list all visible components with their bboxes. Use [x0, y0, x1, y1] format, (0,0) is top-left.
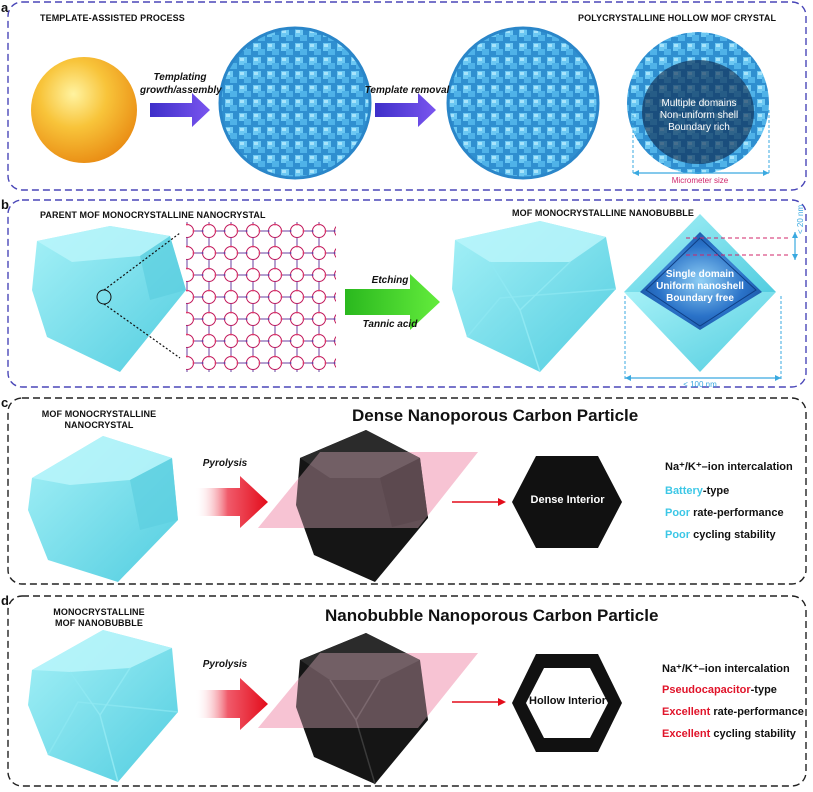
panel-c-left-title: MOF MONOCRYSTALLINE NANOCRYSTAL	[40, 409, 158, 431]
panel-d-property-2: Pseudocapacitor-type	[662, 684, 777, 696]
panel-a-feature-list: Multiple domains Non-uniform shell Bound…	[644, 98, 754, 134]
panel-d-border	[7, 595, 807, 787]
panel-c-property-2-text: -type	[702, 485, 730, 497]
panel-c-property-2: Battery-type	[665, 485, 729, 497]
panel-a-border	[7, 1, 807, 191]
panel-a-right-title: POLYCRYSTALLINE HOLLOW MOF CRYSTAL	[578, 13, 777, 23]
panel-c-property-3-highlight: Poor	[665, 507, 691, 519]
panel-d-property-2-highlight: Pseudocapacitor	[662, 684, 751, 696]
mof-coated-sphere	[220, 28, 370, 178]
panel-a-feature-3: Boundary rich	[668, 122, 730, 133]
panel-d-title: Nanobubble Nanoporous Carbon Particle	[325, 606, 659, 625]
template-sphere	[31, 57, 137, 163]
panel-b-right-title: MOF MONOCRYSTALLINE NANOBUBBLE	[512, 208, 694, 218]
panel-c-property-4: Poor cycling stability	[665, 529, 776, 541]
panel-d-property-4: Excellent cycling stability	[662, 728, 796, 740]
panel-c-property-1: Na⁺/K⁺–ion intercalation	[665, 460, 793, 473]
panel-d-property-4-highlight: Excellent	[662, 728, 711, 740]
panel-d-property-4-text: cycling stability	[710, 728, 796, 740]
panel-d-left-title-1: MONOCRYSTALLINE	[53, 607, 145, 617]
panel-letter-c: c	[1, 395, 9, 410]
arrow-template-removal	[375, 93, 436, 127]
panel-d-property-3-highlight: Excellent	[662, 706, 711, 718]
arrow-templating-label-2: growth/assembly	[140, 85, 222, 96]
panel-letter-b: b	[1, 197, 9, 212]
arrow-etching-label: Etching	[371, 275, 409, 286]
mof-framework-structure	[186, 222, 336, 372]
arrow-templating	[150, 93, 210, 127]
panel-b-border	[7, 199, 807, 388]
arrow-pyrolysis-d-label: Pyrolysis	[202, 659, 248, 670]
panel-d-property-1-text: Na⁺/K⁺–ion intercalation	[662, 663, 790, 675]
arrow-tannic-acid-label: Tannic acid	[362, 319, 418, 330]
panel-c-property-3-text: rate-performance	[690, 507, 784, 519]
panel-c-property-1-text: Na⁺/K⁺–ion intercalation	[665, 461, 793, 473]
panel-a-feature-2: Non-uniform shell	[659, 110, 739, 121]
panel-d-property-1: Na⁺/K⁺–ion intercalation	[662, 662, 790, 675]
panel-c-property-4-highlight: Poor	[665, 529, 691, 541]
arrow-template-removal-label: Template removal	[364, 85, 450, 96]
panel-c-left-title-1: MOF MONOCRYSTALLINE	[41, 409, 157, 419]
panel-d-left-title: MONOCRYSTALLINE MOF NANOBUBBLE	[40, 607, 158, 629]
arrow-pyrolysis-d	[195, 678, 268, 730]
arrow-pyrolysis-c-label: Pyrolysis	[202, 458, 248, 469]
panel-d-property-3-text: rate-performance	[710, 706, 804, 718]
scale-label-20nm: < 20 nm	[796, 204, 805, 234]
panel-b-feature-list: Single domain Uniform nanoshell Boundary…	[645, 269, 755, 305]
panel-c-title: Dense Nanoporous Carbon Particle	[352, 406, 639, 425]
scale-label-100nm: < 100 nm	[683, 380, 717, 389]
hexagon-dense	[512, 456, 622, 548]
arrow-pyrolysis-c	[195, 476, 268, 528]
panel-letter-d: d	[1, 593, 9, 608]
hexagon-dense-label: Dense Interior	[530, 494, 605, 506]
arrow-etching	[345, 274, 440, 330]
arrow-templating-label-1: Templating	[153, 72, 207, 83]
panel-c-border	[7, 397, 807, 585]
panel-b-feature-1: Single domain	[665, 269, 735, 280]
hexagon-hollow-label: Hollow Interior	[529, 695, 606, 707]
panel-c-property-3: Poor rate-performance	[665, 507, 784, 519]
panel-c-property-4-text: cycling stability	[690, 529, 776, 541]
panel-d-property-3: Excellent rate-performance	[662, 706, 804, 718]
panel-b-feature-2: Uniform nanoshell	[656, 281, 744, 292]
panel-c-left-title-2: NANOCRYSTAL	[64, 420, 134, 430]
panel-b-feature-3: Boundary free	[666, 293, 734, 304]
hollow-mof-sphere	[448, 28, 598, 178]
panel-d-left-title-2: MOF NANOBUBBLE	[55, 618, 143, 628]
nanobubble-cut-bottom	[624, 292, 776, 372]
panel-d-property-2-text: -type	[750, 684, 777, 696]
panel-c-property-2-highlight: Battery	[665, 485, 703, 497]
panel-b-left-title: PARENT MOF MONOCRYSTALLINE NANOCRYSTAL	[40, 210, 266, 220]
panel-a-left-title: TEMPLATE-ASSISTED PROCESS	[40, 13, 185, 23]
scale-label-micrometer: Micrometer size	[671, 176, 729, 185]
panel-a-feature-1: Multiple domains	[661, 98, 737, 109]
panel-letter-a: a	[1, 0, 9, 15]
